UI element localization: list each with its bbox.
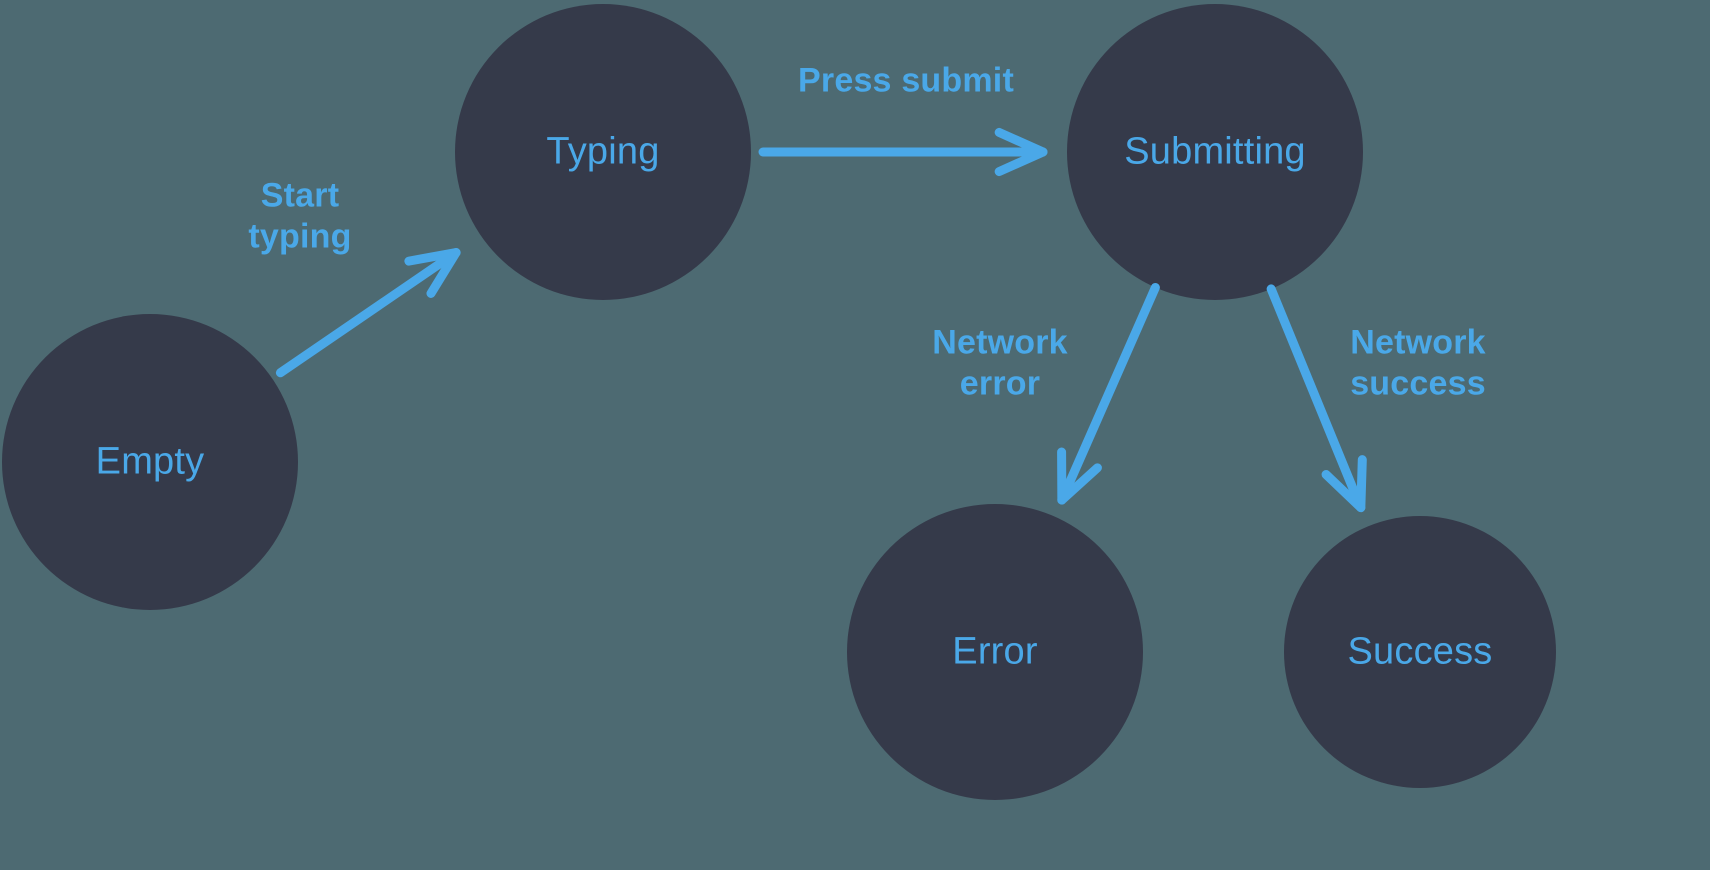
edge-network-error (1057, 282, 1160, 505)
edge-label-network-error: Network error (932, 323, 1068, 403)
edge-start-typing (275, 248, 461, 378)
nodes-layer (2, 4, 1556, 800)
edge-network-success (1266, 284, 1367, 513)
edge-press-submit (758, 127, 1048, 177)
edge-line-start-typing (275, 248, 461, 378)
state-node-typing[interactable] (455, 4, 751, 300)
state-node-submitting[interactable] (1067, 4, 1363, 300)
edge-arrowhead-press-submit (994, 127, 1048, 177)
edges-layer (275, 127, 1367, 513)
state-node-error[interactable] (847, 504, 1143, 800)
edge-line-network-success (1266, 284, 1366, 513)
state-node-empty[interactable] (2, 314, 298, 610)
edge-label-network-success: Network success (1350, 323, 1486, 403)
edge-arrowhead-network-error (1057, 447, 1102, 505)
edge-line-network-error (1057, 282, 1160, 505)
edge-label-start-typing: Start typing (248, 176, 352, 256)
edge-arrowhead-network-success (1321, 455, 1367, 513)
state-node-success[interactable] (1284, 516, 1556, 788)
edge-label-press-submit: Press submit (798, 61, 1014, 100)
edge-arrowhead-start-typing (404, 248, 461, 298)
